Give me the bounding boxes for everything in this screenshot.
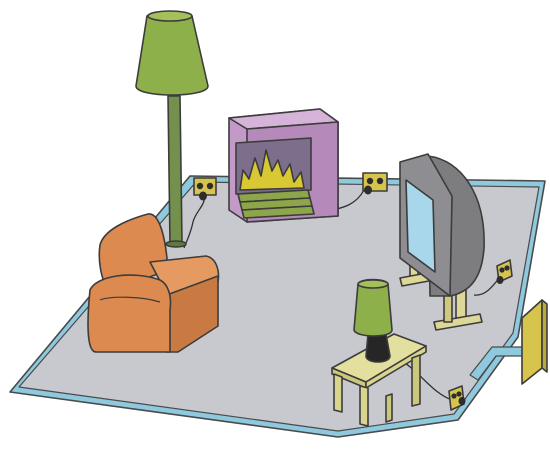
consumer-unit-icon: [522, 300, 547, 384]
wall-socket-icon: [363, 173, 387, 195]
lamp-pole: [168, 96, 182, 244]
hearth: [238, 190, 314, 218]
fireplace-icon: [229, 109, 338, 222]
armchair-left-arm: [88, 275, 171, 352]
lamp-shade: [136, 13, 208, 95]
